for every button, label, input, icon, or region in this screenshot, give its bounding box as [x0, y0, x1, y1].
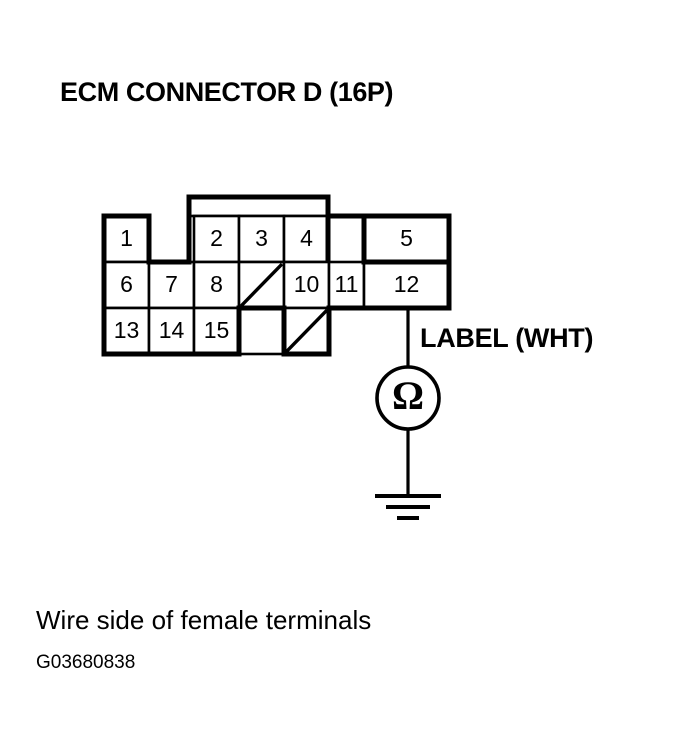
- pin-cell-12[interactable]: 12: [362, 260, 451, 310]
- pin-cell-1[interactable]: 1: [102, 214, 151, 264]
- pin-number-1: 1: [120, 225, 133, 251]
- connector-row-1: 6 7 8 10 11 1: [102, 260, 451, 310]
- pin-cell-15[interactable]: 15: [192, 306, 241, 356]
- test-circuit: LABEL (WHT) Ω: [375, 308, 593, 520]
- page-title: ECM CONNECTOR D (16P): [60, 77, 393, 107]
- pin-cell-11[interactable]: 11: [327, 260, 366, 310]
- pin-number-2: 2: [210, 225, 223, 251]
- connector-grid: 1 2 3 4 5 6: [101, 194, 452, 357]
- pin-cell-7[interactable]: 7: [147, 260, 196, 310]
- connector-top-tab: [187, 195, 330, 218]
- pin-number-8: 8: [210, 271, 223, 297]
- pin-cell-4[interactable]: 4: [282, 214, 331, 264]
- pin-number-15: 15: [204, 317, 230, 343]
- blank-cell-16: [282, 306, 331, 356]
- pin-number-5: 5: [400, 225, 413, 251]
- pin-number-7: 7: [165, 271, 178, 297]
- pin-cell-5[interactable]: 5: [362, 214, 451, 264]
- notch-cell: [237, 306, 286, 356]
- pin-cell-13[interactable]: 13: [102, 306, 151, 356]
- pin-cell-14[interactable]: 14: [147, 306, 196, 356]
- pin-number-14: 14: [159, 317, 185, 343]
- pin-cell-8[interactable]: 8: [192, 260, 241, 310]
- figure-id: G03680838: [36, 652, 135, 673]
- ground-symbol: [375, 494, 441, 520]
- pin-number-11: 11: [335, 271, 359, 297]
- pin-number-4: 4: [300, 225, 313, 251]
- pin-number-13: 13: [114, 317, 140, 343]
- pin-number-3: 3: [255, 225, 268, 251]
- pin-number-10: 10: [294, 271, 320, 297]
- connector-row-0: 1 2 3 4 5: [102, 214, 451, 264]
- connector-outline: [101, 194, 452, 357]
- pin-number-6: 6: [120, 271, 133, 297]
- view-caption: Wire side of female terminals: [36, 605, 371, 635]
- ohmmeter-symbol: Ω: [375, 365, 441, 431]
- pin-cell-2[interactable]: 2: [192, 214, 241, 264]
- wire-label: LABEL (WHT): [420, 323, 593, 353]
- ohm-glyph: Ω: [392, 373, 424, 418]
- pin-cell-6[interactable]: 6: [102, 260, 151, 310]
- pin-cell-3[interactable]: 3: [237, 214, 286, 264]
- pin-cell-10[interactable]: 10: [282, 260, 331, 310]
- connector-outline-cell5-top: [364, 213, 452, 262]
- pin-number-12: 12: [394, 271, 420, 297]
- connector-row-2: 13 14 15: [102, 306, 331, 356]
- blank-cell-9: [237, 260, 286, 310]
